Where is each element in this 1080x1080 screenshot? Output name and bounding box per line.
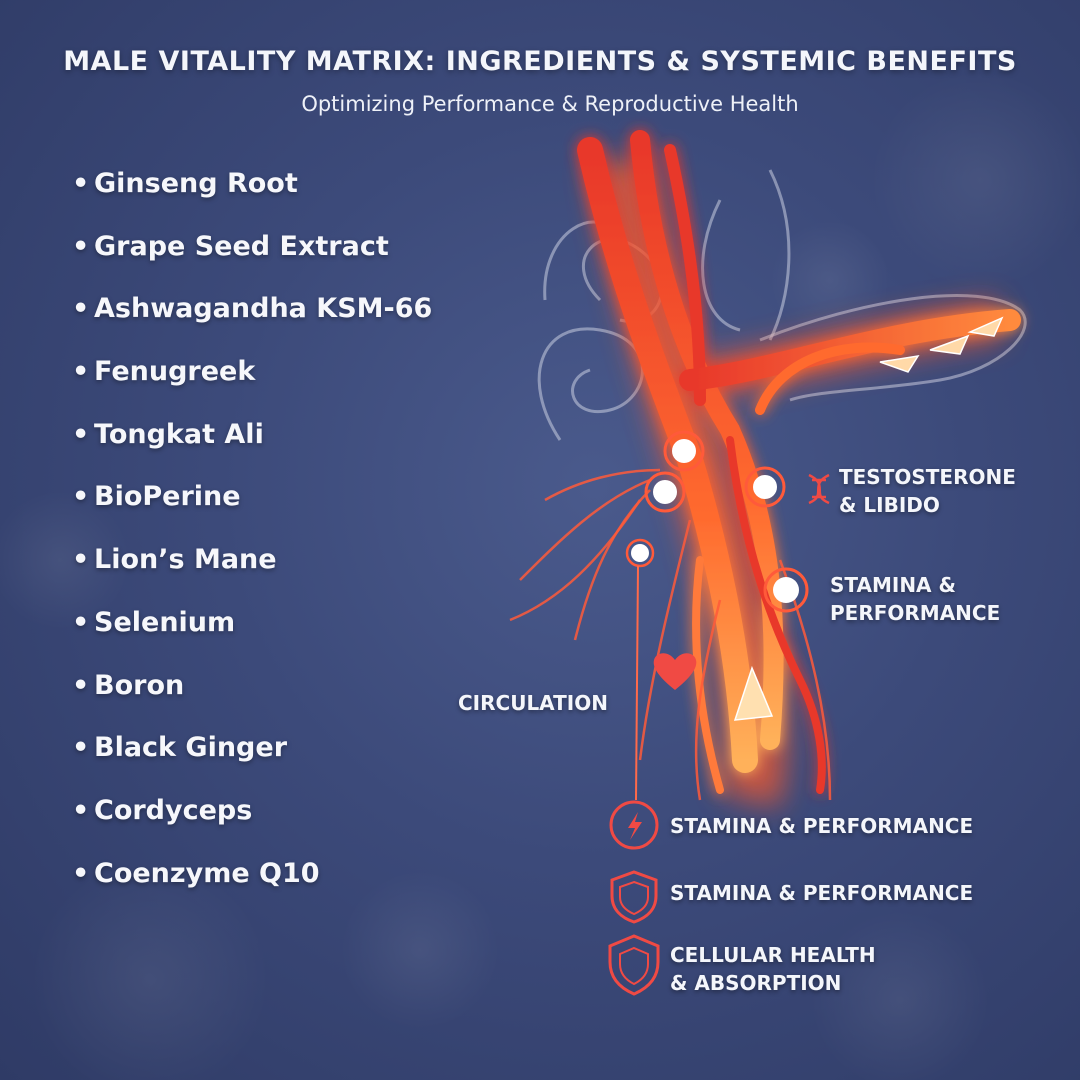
ingredient-label: Tongkat Ali xyxy=(94,418,264,450)
ingredient-label: Fenugreek xyxy=(94,356,256,388)
cellular-label-line2: & ABSORPTION xyxy=(670,971,842,995)
node-point xyxy=(625,538,655,568)
ingredient-item: •Black Ginger xyxy=(72,732,288,764)
ingredient-label: Grape Seed Extract xyxy=(94,230,389,262)
ingredient-item: •Boron xyxy=(72,669,185,701)
page-title: MALE VITALITY MATRIX: INGREDIENTS & SYST… xyxy=(63,46,1017,77)
ingredient-item: •Tongkat Ali xyxy=(72,418,264,450)
circulation-label: CIRCULATION xyxy=(458,691,608,715)
ingredient-label: Cordyceps xyxy=(94,794,253,826)
ingredient-item: •BioPerine xyxy=(72,481,241,513)
ingredient-item: •Fenugreek xyxy=(72,356,256,388)
ingredient-item: •Ginseng Root xyxy=(72,168,298,199)
nodes xyxy=(625,430,809,613)
ingredient-label: Lion’s Mane xyxy=(94,544,277,576)
stamina-performance-label: STAMINA & PERFORMANCE xyxy=(830,571,1000,627)
ingredient-label: BioPerine xyxy=(94,481,241,513)
ingredient-label: Coenzyme Q10 xyxy=(94,857,320,889)
testosterone-label: TESTOSTERONE & LIBIDO xyxy=(839,463,1016,519)
connector-line xyxy=(635,565,639,801)
ingredient-label: Selenium xyxy=(94,606,236,638)
node-point xyxy=(744,466,786,508)
node-point xyxy=(763,567,809,613)
ingredient-item: •Grape Seed Extract xyxy=(72,230,389,262)
ingredient-item: •Ashwagandha KSM-66 xyxy=(72,293,433,325)
ingredient-item: •Cordyceps xyxy=(72,794,253,826)
stamina-label-line1: STAMINA & xyxy=(830,573,956,597)
ingredient-item: •Coenzyme Q10 xyxy=(72,857,320,889)
dna-icon xyxy=(808,473,830,505)
ingredient-label: Black Ginger xyxy=(94,732,288,764)
benefit-label-stamina: STAMINA & PERFORMANCE xyxy=(670,881,974,905)
testosterone-label-line1: TESTOSTERONE xyxy=(839,465,1016,489)
ingredient-label: Ginseng Root xyxy=(94,168,298,199)
ingredient-item: •Selenium xyxy=(72,606,236,638)
page-subtitle: Optimizing Performance & Reproductive He… xyxy=(301,92,799,116)
testosterone-label-line2: & LIBIDO xyxy=(839,493,940,517)
arrow-icon xyxy=(929,334,970,355)
ingredient-list: •Ginseng Root •Grape Seed Extract •Ashwa… xyxy=(72,160,432,912)
node-point xyxy=(644,471,686,513)
shield-icon xyxy=(610,870,658,924)
flow-arrows xyxy=(733,316,1004,721)
arrow-icon xyxy=(733,665,774,721)
arrow-icon xyxy=(967,316,1004,337)
stamina-label-line2: PERFORMANCE xyxy=(830,601,1001,625)
node-point xyxy=(663,430,705,472)
arrow-icon xyxy=(879,355,920,373)
shield-icon xyxy=(608,934,660,996)
ingredient-label: Boron xyxy=(94,669,185,701)
heart-icon xyxy=(653,653,697,690)
cellular-label-line1: CELLULAR HEALTH xyxy=(670,943,876,967)
benefit-label-stamina: STAMINA & PERFORMANCE xyxy=(670,814,974,838)
benefit-label-cellular-health: CELLULAR HEALTH & ABSORPTION xyxy=(670,941,876,997)
fine-vessels xyxy=(509,468,832,801)
ingredient-label: Ashwagandha KSM-66 xyxy=(94,293,433,325)
lightning-bolt-icon xyxy=(609,800,659,850)
ingredient-item: •Lion’s Mane xyxy=(72,544,277,576)
